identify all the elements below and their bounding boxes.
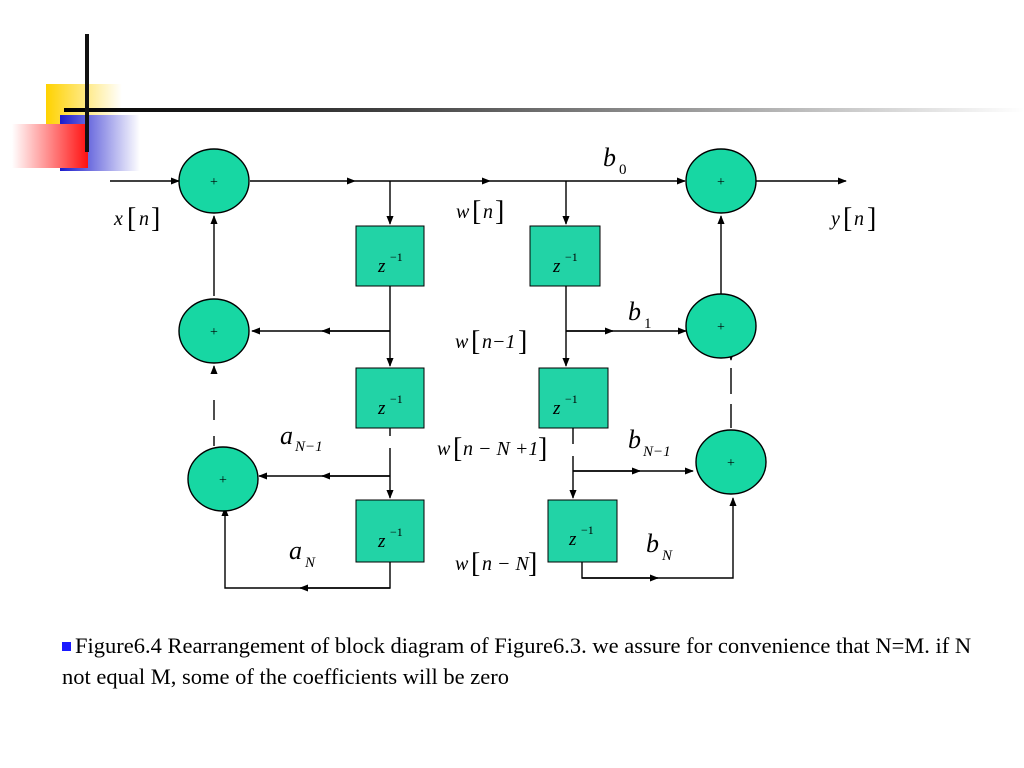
sum-symbol: + [727, 456, 735, 471]
coef-base: b [646, 529, 659, 558]
bracket-close: ] [528, 548, 537, 579]
caption-text: Figure6.4 Rearrangement of block diagram… [62, 633, 972, 689]
bullet-icon [62, 642, 71, 651]
red-square-decoration [12, 124, 88, 168]
delay-block-L3: z −1 [355, 499, 425, 563]
slide-decoration [12, 34, 1024, 171]
signal-var: x [113, 208, 123, 230]
delay-block-L1: z −1 [355, 225, 425, 287]
delay-exponent: −1 [390, 250, 403, 264]
delay-base: z [377, 531, 386, 552]
coef-bN: b N [646, 529, 673, 564]
delay-exponent: −1 [390, 525, 403, 539]
delay-exponent: −1 [581, 523, 594, 537]
coef-base: a [289, 536, 302, 565]
adder-right-2: + [685, 293, 757, 359]
bracket-open: [ [127, 203, 136, 234]
delay-base: z [552, 256, 561, 277]
adder-right-1: + [685, 148, 757, 214]
delay-base: z [377, 256, 386, 277]
sum-symbol: + [210, 175, 218, 190]
signal-arg: n [483, 201, 493, 223]
delay-base: z [377, 398, 386, 419]
coef-base: a [280, 421, 293, 450]
delay-block-R1: z −1 [529, 225, 601, 287]
label-y-n: y [ n ] [829, 203, 876, 234]
sum-symbol: + [717, 320, 725, 335]
label-x-n: x [ n ] [113, 203, 160, 234]
coefficient-labels: b 0 b 1 b N−1 b N a N−1 a N [280, 143, 673, 571]
summing-nodes: + + + + + + [178, 148, 767, 512]
signal-var: w [437, 438, 451, 460]
delay-base: z [552, 398, 561, 419]
signal-var: w [455, 331, 469, 353]
coef-aN: a N [289, 536, 316, 571]
signal-labels: x [ n ] y [ n ] w [ n ] w [ n−1 ] w [ n … [113, 196, 876, 579]
signal-arg: n [854, 208, 864, 230]
delay-block-L2: z −1 [355, 367, 425, 429]
signal-arg: n−1 [482, 331, 516, 353]
sum-symbol: + [210, 325, 218, 340]
coef-base: b [628, 425, 641, 454]
label-w-n: w [ n ] [456, 196, 504, 227]
label-w-n-minus-N: w [ n − N ] [455, 548, 537, 579]
label-w-n-minus-1: w [ n−1 ] [455, 326, 527, 357]
coef-base: b [628, 297, 641, 326]
adder-left-3: + [187, 446, 259, 512]
block-diagram: + + + + + + z −1 z [110, 143, 876, 592]
coef-sub: N [304, 555, 316, 571]
coef-b0: b 0 [603, 143, 627, 178]
sum-symbol: + [717, 175, 725, 190]
horizontal-rule-decoration [64, 108, 1024, 112]
delay-base: z [568, 529, 577, 550]
bracket-close: ] [867, 203, 876, 234]
signal-paths [110, 177, 847, 592]
signal-arg: n − N [482, 553, 530, 575]
delay-block-R2: z −1 [538, 367, 609, 429]
bracket-close: ] [518, 326, 527, 357]
adder-left-2: + [178, 298, 250, 364]
adder-right-3: + [695, 429, 767, 495]
bracket-open: [ [453, 433, 462, 464]
coef-aN-1: a N−1 [280, 421, 323, 455]
delay-exponent: −1 [565, 250, 578, 264]
signal-var: w [456, 201, 470, 223]
bracket-close: ] [151, 203, 160, 234]
label-w-n-minus-N-plus-1: w [ n − N +1 ] [437, 433, 547, 464]
delay-exponent: −1 [390, 392, 403, 406]
bracket-close: ] [495, 196, 504, 227]
signal-var: w [455, 553, 469, 575]
bracket-open: [ [471, 326, 480, 357]
figure-caption: Figure6.4 Rearrangement of block diagram… [62, 630, 992, 692]
bracket-close: ] [538, 433, 547, 464]
signal-arg: n − N +1 [463, 438, 538, 460]
signal-arg: n [139, 208, 149, 230]
bracket-open: [ [472, 196, 481, 227]
adder-left-1: + [178, 148, 250, 214]
delay-exponent: −1 [565, 392, 578, 406]
delay-blocks: z −1 z −1 z −1 z −1 z −1 z −1 [355, 225, 618, 563]
coef-sub: N−1 [642, 444, 671, 460]
coef-sub: 1 [644, 316, 652, 332]
coef-sub: N−1 [294, 439, 323, 455]
signal-var: y [829, 208, 840, 230]
coef-sub: 0 [619, 162, 627, 178]
coef-bN-1: b N−1 [628, 425, 671, 460]
delay-block-R3: z −1 [547, 499, 618, 563]
coef-b1: b 1 [628, 297, 652, 332]
bracket-open: [ [471, 548, 480, 579]
coef-sub: N [661, 548, 673, 564]
coef-base: b [603, 143, 616, 172]
sum-symbol: + [219, 473, 227, 488]
vertical-rule-decoration [85, 34, 89, 152]
bracket-open: [ [843, 203, 852, 234]
